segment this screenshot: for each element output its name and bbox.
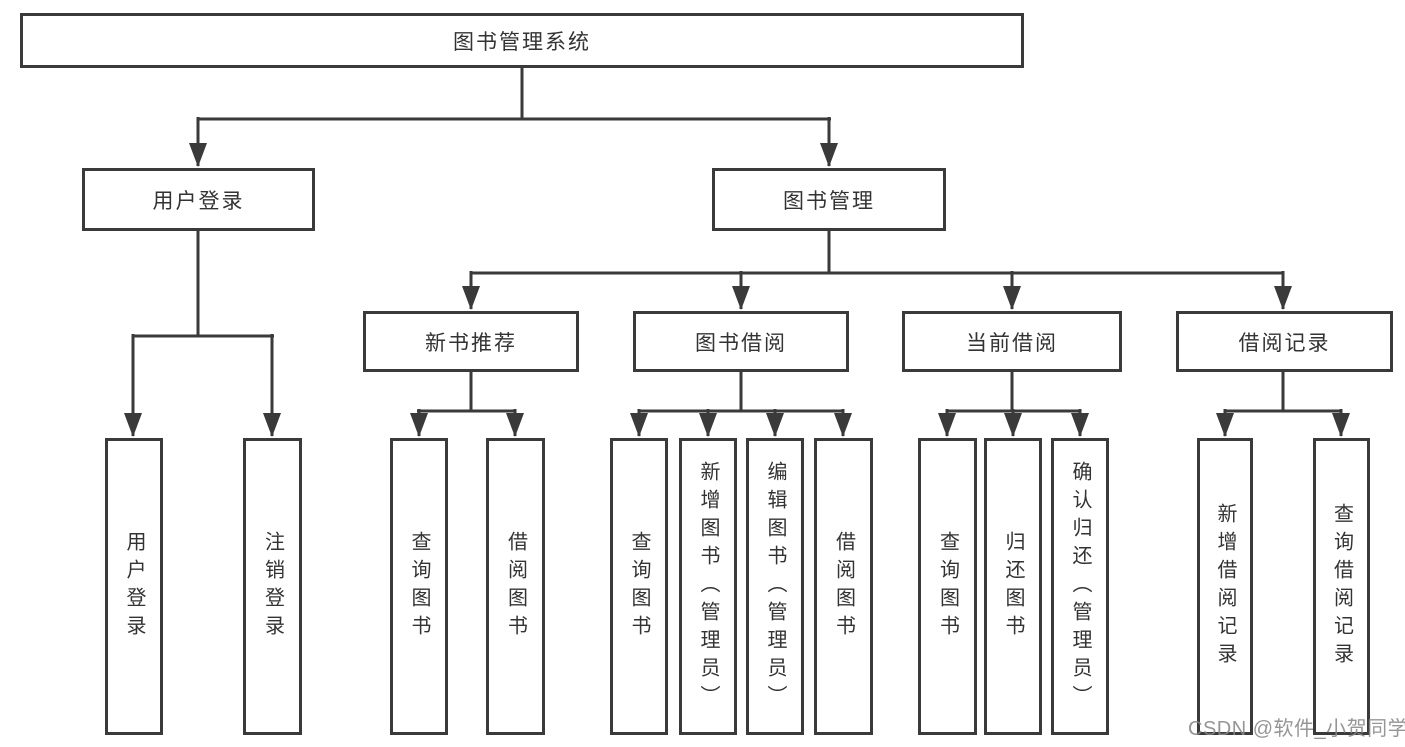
node-label: 查询图书	[936, 530, 959, 643]
node-label: 用户登录	[152, 189, 245, 213]
leaf-return-book: 归还图书	[984, 438, 1042, 735]
node-current-borrow: 当前借阅	[902, 311, 1122, 372]
node-label: 当前借阅	[966, 331, 1058, 355]
node-label: 查询图书	[628, 530, 650, 643]
node-label: 归还图书	[1002, 530, 1024, 643]
leaf-borrow-book-recommend: 借阅图书	[486, 438, 545, 735]
node-label: 确认归还（管理员）	[1069, 460, 1091, 713]
leaf-query-borrow-record: 查询借阅记录	[1313, 438, 1370, 735]
watermark-text: CSDN @软件_小贺同学	[1188, 718, 1405, 740]
node-label: 图书管理	[783, 189, 875, 213]
node-book-management: 图书管理	[712, 168, 946, 231]
leaf-add-book-admin: 新增图书（管理员）	[679, 438, 737, 735]
leaf-confirm-return-admin: 确认归还（管理员）	[1051, 438, 1109, 735]
node-borrow-records: 借阅记录	[1176, 311, 1393, 372]
node-label: 借阅记录	[1238, 331, 1331, 355]
node-label: 新增借阅记录	[1214, 502, 1236, 671]
leaf-borrow-book: 借阅图书	[814, 438, 873, 735]
leaf-logout: 注销登录	[243, 438, 302, 735]
node-label: 用户登录	[123, 530, 145, 643]
node-library-management-system: 图书管理系统	[20, 13, 1024, 68]
leaf-user-login: 用户登录	[105, 438, 163, 735]
leaf-query-book-borrow: 查询图书	[610, 438, 668, 735]
node-label: 查询借阅记录	[1330, 502, 1353, 671]
node-label: 查询图书	[408, 530, 430, 643]
leaf-add-borrow-record: 新增借阅记录	[1197, 438, 1253, 735]
node-label: 编辑图书（管理员）	[764, 460, 786, 713]
node-label: 注销登录	[261, 530, 284, 643]
node-label: 新增图书（管理员）	[697, 460, 719, 713]
node-book-borrow: 图书借阅	[633, 311, 849, 372]
node-label: 借阅图书	[504, 530, 527, 643]
node-label: 借阅图书	[832, 530, 855, 643]
node-new-book-recommend: 新书推荐	[363, 311, 579, 372]
node-user-login: 用户登录	[82, 168, 315, 231]
leaf-edit-book-admin: 编辑图书（管理员）	[746, 438, 804, 735]
node-label: 新书推荐	[425, 331, 517, 355]
node-label: 图书管理系统	[453, 30, 591, 54]
leaf-query-book-current: 查询图书	[918, 438, 977, 735]
node-label: 图书借阅	[695, 331, 787, 355]
leaf-query-book-recommend: 查询图书	[390, 438, 448, 735]
